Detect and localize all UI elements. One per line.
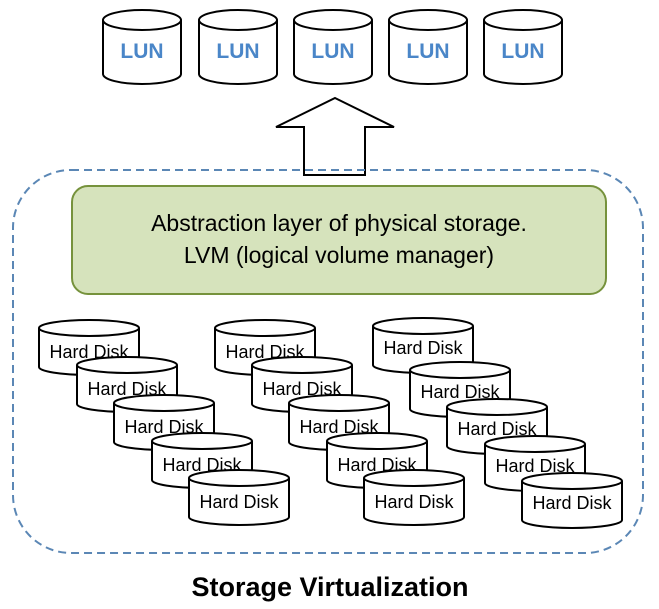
hard-disk: Hard Disk xyxy=(363,469,465,526)
abstraction-layer-box: Abstraction layer of physical storage. L… xyxy=(71,185,607,295)
hard-disk-label: Hard Disk xyxy=(495,456,575,476)
lun-cylinder: LUN xyxy=(483,9,563,85)
lun-cylinder: LUN xyxy=(198,9,278,85)
lun-label: LUN xyxy=(120,40,163,63)
lun-label: LUN xyxy=(501,40,544,63)
hard-disk-group: Hard Disk Hard Disk Hard Disk Hard Disk … xyxy=(214,319,465,526)
hard-disk-label: Hard Disk xyxy=(383,338,463,358)
lun-cylinder: LUN xyxy=(102,9,182,85)
hard-disk-label: Hard Disk xyxy=(457,419,537,439)
hard-disk-label: Hard Disk xyxy=(532,493,612,513)
hard-disk-group: Hard Disk Hard Disk Hard Disk Hard Disk … xyxy=(372,317,623,529)
abstraction-layer-line2: LVM (logical volume manager) xyxy=(184,242,494,268)
lun-label: LUN xyxy=(406,40,449,63)
hard-disk: Hard Disk xyxy=(38,319,140,376)
hard-disk: Hard Disk xyxy=(446,398,548,455)
hard-disk-label: Hard Disk xyxy=(87,379,167,399)
hard-disk-label: Hard Disk xyxy=(374,492,454,512)
lun-cylinder: LUN xyxy=(388,9,468,85)
hard-disk-label: Hard Disk xyxy=(262,379,342,399)
hard-disk-label: Hard Disk xyxy=(420,382,500,402)
up-arrow-icon xyxy=(275,96,395,176)
hard-disk: Hard Disk xyxy=(521,472,623,529)
hard-disk-label: Hard Disk xyxy=(199,492,279,512)
hard-disk-label: Hard Disk xyxy=(124,417,204,437)
lun-label: LUN xyxy=(216,40,259,63)
hard-disk-label: Hard Disk xyxy=(299,417,379,437)
abstraction-layer-line1: Abstraction layer of physical storage. xyxy=(151,210,527,236)
hard-disk-group: Hard Disk Hard Disk Hard Disk Hard Disk … xyxy=(38,319,290,526)
lun-row: LUN LUN LUN LUN LUN xyxy=(102,9,563,85)
hard-disk: Hard Disk xyxy=(188,469,290,526)
lun-label: LUN xyxy=(311,40,354,63)
lun-cylinder: LUN xyxy=(293,9,373,85)
diagram-caption: Storage Virtualization xyxy=(191,572,468,602)
